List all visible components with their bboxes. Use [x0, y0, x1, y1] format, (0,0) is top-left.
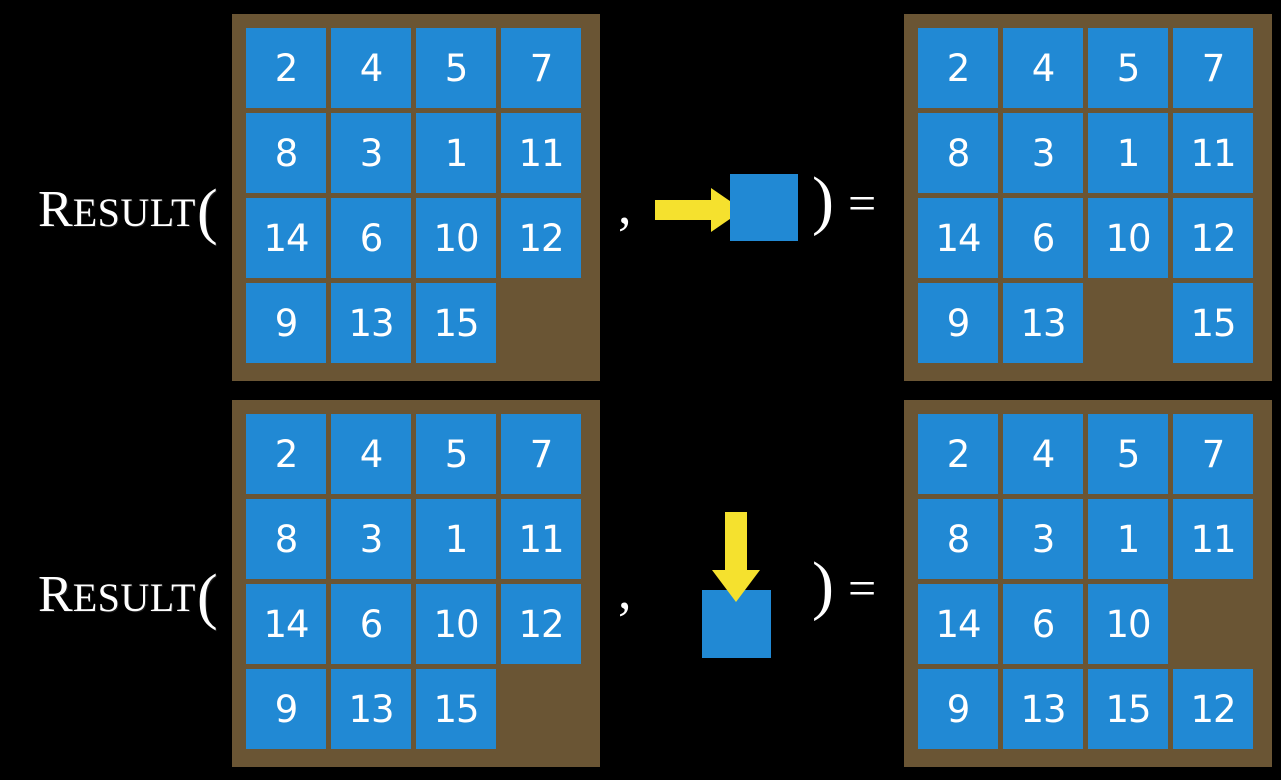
puzzle-tile[interactable]: 3 — [331, 113, 411, 193]
puzzle-tile[interactable]: 7 — [501, 414, 581, 494]
puzzle-tile[interactable]: 14 — [918, 584, 998, 664]
puzzle-tile[interactable]: 15 — [416, 669, 496, 749]
puzzle-blank-cell — [501, 669, 581, 749]
puzzle-tile[interactable]: 15 — [1173, 283, 1253, 363]
puzzle-tile[interactable]: 10 — [416, 584, 496, 664]
result-function-label: RESULT( — [38, 560, 218, 628]
puzzle-tile[interactable]: 9 — [918, 669, 998, 749]
result-label-initial: R — [38, 566, 73, 623]
puzzle-tile[interactable]: 2 — [918, 28, 998, 108]
puzzle-tile[interactable]: 14 — [246, 198, 326, 278]
puzzle-blank-cell — [501, 283, 581, 363]
puzzle-tile[interactable]: 4 — [331, 414, 411, 494]
puzzle-tile[interactable]: 15 — [1088, 669, 1168, 749]
puzzle-tile[interactable]: 11 — [1173, 499, 1253, 579]
puzzle-tile[interactable]: 14 — [918, 198, 998, 278]
puzzle-tile[interactable]: 4 — [1003, 414, 1083, 494]
comma-separator: , — [618, 560, 632, 620]
result-label-initial: R — [38, 181, 73, 238]
puzzle-tile[interactable]: 13 — [331, 669, 411, 749]
puzzle-tile[interactable]: 9 — [246, 669, 326, 749]
puzzle-tile[interactable]: 10 — [416, 198, 496, 278]
puzzle-tile[interactable]: 10 — [1088, 198, 1168, 278]
puzzle-tile[interactable]: 2 — [246, 414, 326, 494]
puzzle-tile[interactable]: 6 — [331, 584, 411, 664]
puzzle-tile[interactable]: 9 — [246, 283, 326, 363]
puzzle-blank-cell — [1173, 584, 1253, 664]
result-label-rest: ESULT — [72, 575, 196, 620]
puzzle-tile[interactable]: 12 — [1173, 198, 1253, 278]
puzzle-tile[interactable]: 7 — [1173, 414, 1253, 494]
puzzle-tile[interactable]: 7 — [1173, 28, 1253, 108]
puzzle-tile[interactable]: 3 — [331, 499, 411, 579]
equals-sign: = — [848, 560, 877, 616]
comma-separator: , — [618, 175, 632, 235]
puzzle-tile[interactable]: 13 — [1003, 669, 1083, 749]
puzzle-tile[interactable]: 8 — [246, 499, 326, 579]
puzzle-blank-cell — [1088, 283, 1168, 363]
puzzle-tile[interactable]: 11 — [501, 113, 581, 193]
puzzle-tile[interactable]: 4 — [331, 28, 411, 108]
puzzle-tile[interactable]: 5 — [416, 414, 496, 494]
puzzle-tile[interactable]: 5 — [1088, 414, 1168, 494]
puzzle-tile[interactable]: 2 — [246, 28, 326, 108]
puzzle-tile[interactable]: 11 — [501, 499, 581, 579]
puzzle-tile[interactable]: 9 — [918, 283, 998, 363]
puzzle-tile[interactable]: 12 — [501, 198, 581, 278]
puzzle-tile[interactable]: 6 — [1003, 584, 1083, 664]
arrow-right-icon — [655, 186, 745, 239]
result-function-label: RESULT( — [38, 175, 218, 243]
puzzle-tile[interactable]: 10 — [1088, 584, 1168, 664]
puzzle-tile[interactable]: 5 — [416, 28, 496, 108]
close-paren: ) — [812, 164, 834, 237]
close-paren: ) — [812, 549, 834, 622]
puzzle-tile[interactable]: 12 — [1173, 669, 1253, 749]
puzzle-tile[interactable]: 8 — [918, 113, 998, 193]
puzzle-tile[interactable]: 7 — [501, 28, 581, 108]
arrow-down-icon — [710, 512, 762, 609]
puzzle-tile[interactable]: 15 — [416, 283, 496, 363]
puzzle-tile[interactable]: 14 — [246, 584, 326, 664]
puzzle-tile[interactable]: 13 — [331, 283, 411, 363]
operation-tile[interactable] — [730, 174, 798, 241]
puzzle-tile[interactable]: 1 — [416, 113, 496, 193]
puzzle-tile[interactable]: 1 — [1088, 113, 1168, 193]
puzzle-tile[interactable]: 6 — [331, 198, 411, 278]
puzzle-tile[interactable]: 12 — [501, 584, 581, 664]
open-paren: ( — [196, 563, 218, 631]
puzzle-tile[interactable]: 11 — [1173, 113, 1253, 193]
puzzle-tile[interactable]: 6 — [1003, 198, 1083, 278]
puzzle-tile[interactable]: 8 — [918, 499, 998, 579]
puzzle-tile[interactable]: 5 — [1088, 28, 1168, 108]
puzzle-tile[interactable]: 4 — [1003, 28, 1083, 108]
puzzle-tile[interactable]: 1 — [416, 499, 496, 579]
equals-sign: = — [848, 175, 877, 231]
puzzle-tile[interactable]: 3 — [1003, 499, 1083, 579]
puzzle-tile[interactable]: 13 — [1003, 283, 1083, 363]
operation-tile[interactable] — [702, 590, 771, 658]
result-label-rest: ESULT — [72, 190, 196, 235]
open-paren: ( — [196, 178, 218, 246]
puzzle-tile[interactable]: 1 — [1088, 499, 1168, 579]
puzzle-tile[interactable]: 2 — [918, 414, 998, 494]
puzzle-tile[interactable]: 8 — [246, 113, 326, 193]
puzzle-tile[interactable]: 3 — [1003, 113, 1083, 193]
